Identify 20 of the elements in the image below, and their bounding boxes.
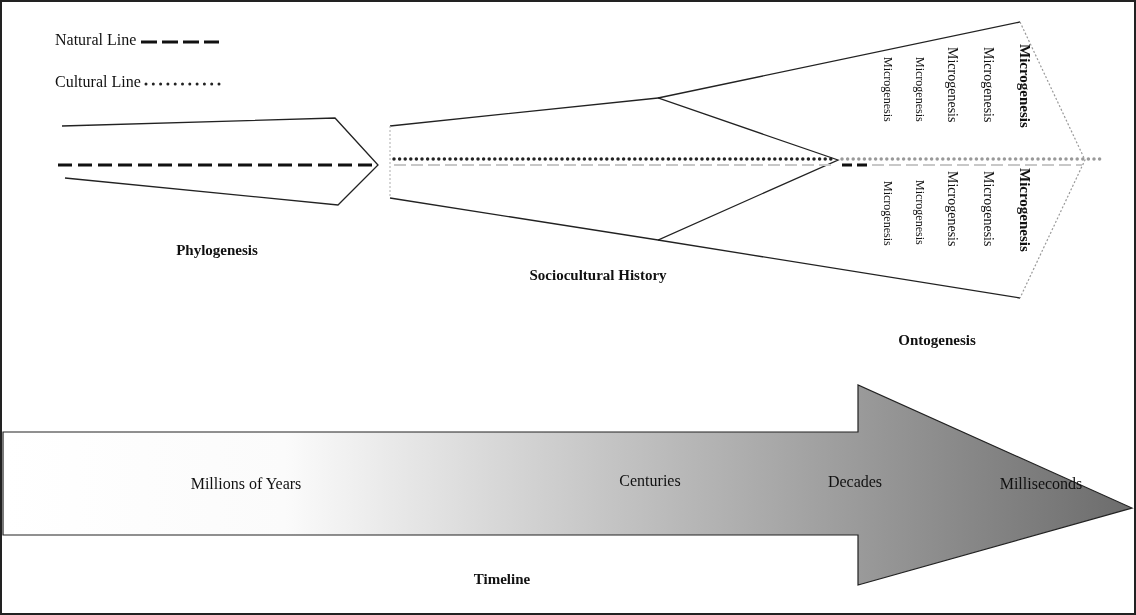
- legend-label: Cultural Line: [55, 74, 141, 90]
- microgenesis-label: Microgenesis: [1016, 168, 1032, 252]
- microgenesis-label: Microgenesis: [914, 57, 926, 122]
- microgenesis-label: Microgenesis: [981, 47, 995, 123]
- microgenesis-label: Microgenesis: [1016, 44, 1032, 128]
- microgenesis-label: Microgenesis: [981, 171, 995, 247]
- microgenesis-label: Microgenesis: [914, 180, 926, 245]
- timeline-label: Timeline: [473, 571, 531, 587]
- microgenesis-label: Microgenesis: [882, 181, 894, 246]
- time-scale-label: Centuries: [619, 473, 681, 489]
- stage-label: Phylogenesis: [176, 242, 258, 258]
- microgenesis-label: Microgenesis: [945, 47, 959, 123]
- stage-label: Ontogenesis: [898, 332, 976, 348]
- microgenesis-label: Microgenesis: [882, 57, 894, 122]
- legend-label: Natural Line: [55, 32, 137, 48]
- microgenesis-label: Microgenesis: [945, 171, 959, 247]
- time-scale-label: Milliseconds: [999, 476, 1083, 492]
- time-scale-label: Millions of Years: [190, 476, 302, 492]
- time-scale-label: Decades: [827, 474, 883, 490]
- stage-label: Sociocultural History: [529, 267, 667, 283]
